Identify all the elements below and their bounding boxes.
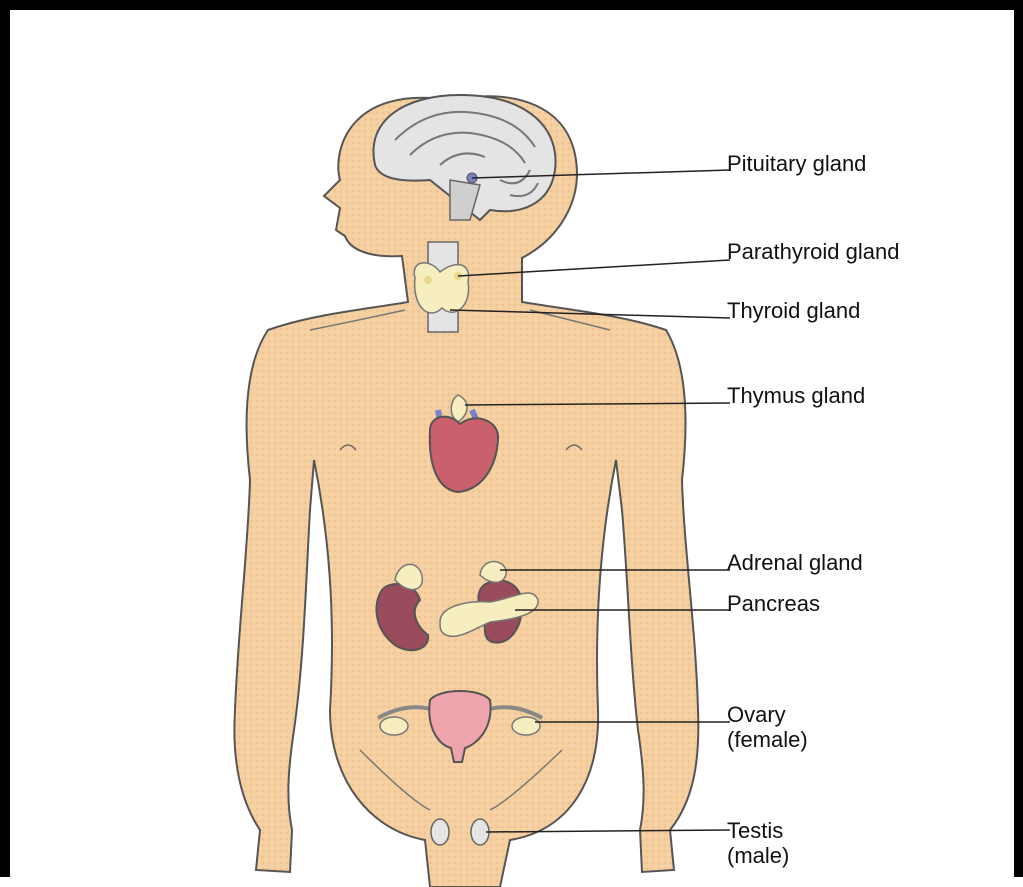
human-body-illustration <box>10 10 1014 887</box>
label-thyroid-gland: Thyroid gland <box>727 298 860 323</box>
label-ovary-name: Ovary <box>727 702 808 727</box>
label-testis-name: Testis <box>727 818 789 843</box>
label-adrenal-gland: Adrenal gland <box>727 550 863 575</box>
label-ovary-note: (female) <box>727 727 808 752</box>
label-pituitary-gland: Pituitary gland <box>727 151 866 176</box>
label-testis: Testis (male) <box>727 818 789 868</box>
label-pancreas: Pancreas <box>727 591 820 616</box>
label-thymus-gland: Thymus gland <box>727 383 865 408</box>
label-testis-note: (male) <box>727 843 789 868</box>
label-ovary: Ovary (female) <box>727 702 808 752</box>
label-parathyroid-gland: Parathyroid gland <box>727 239 899 264</box>
